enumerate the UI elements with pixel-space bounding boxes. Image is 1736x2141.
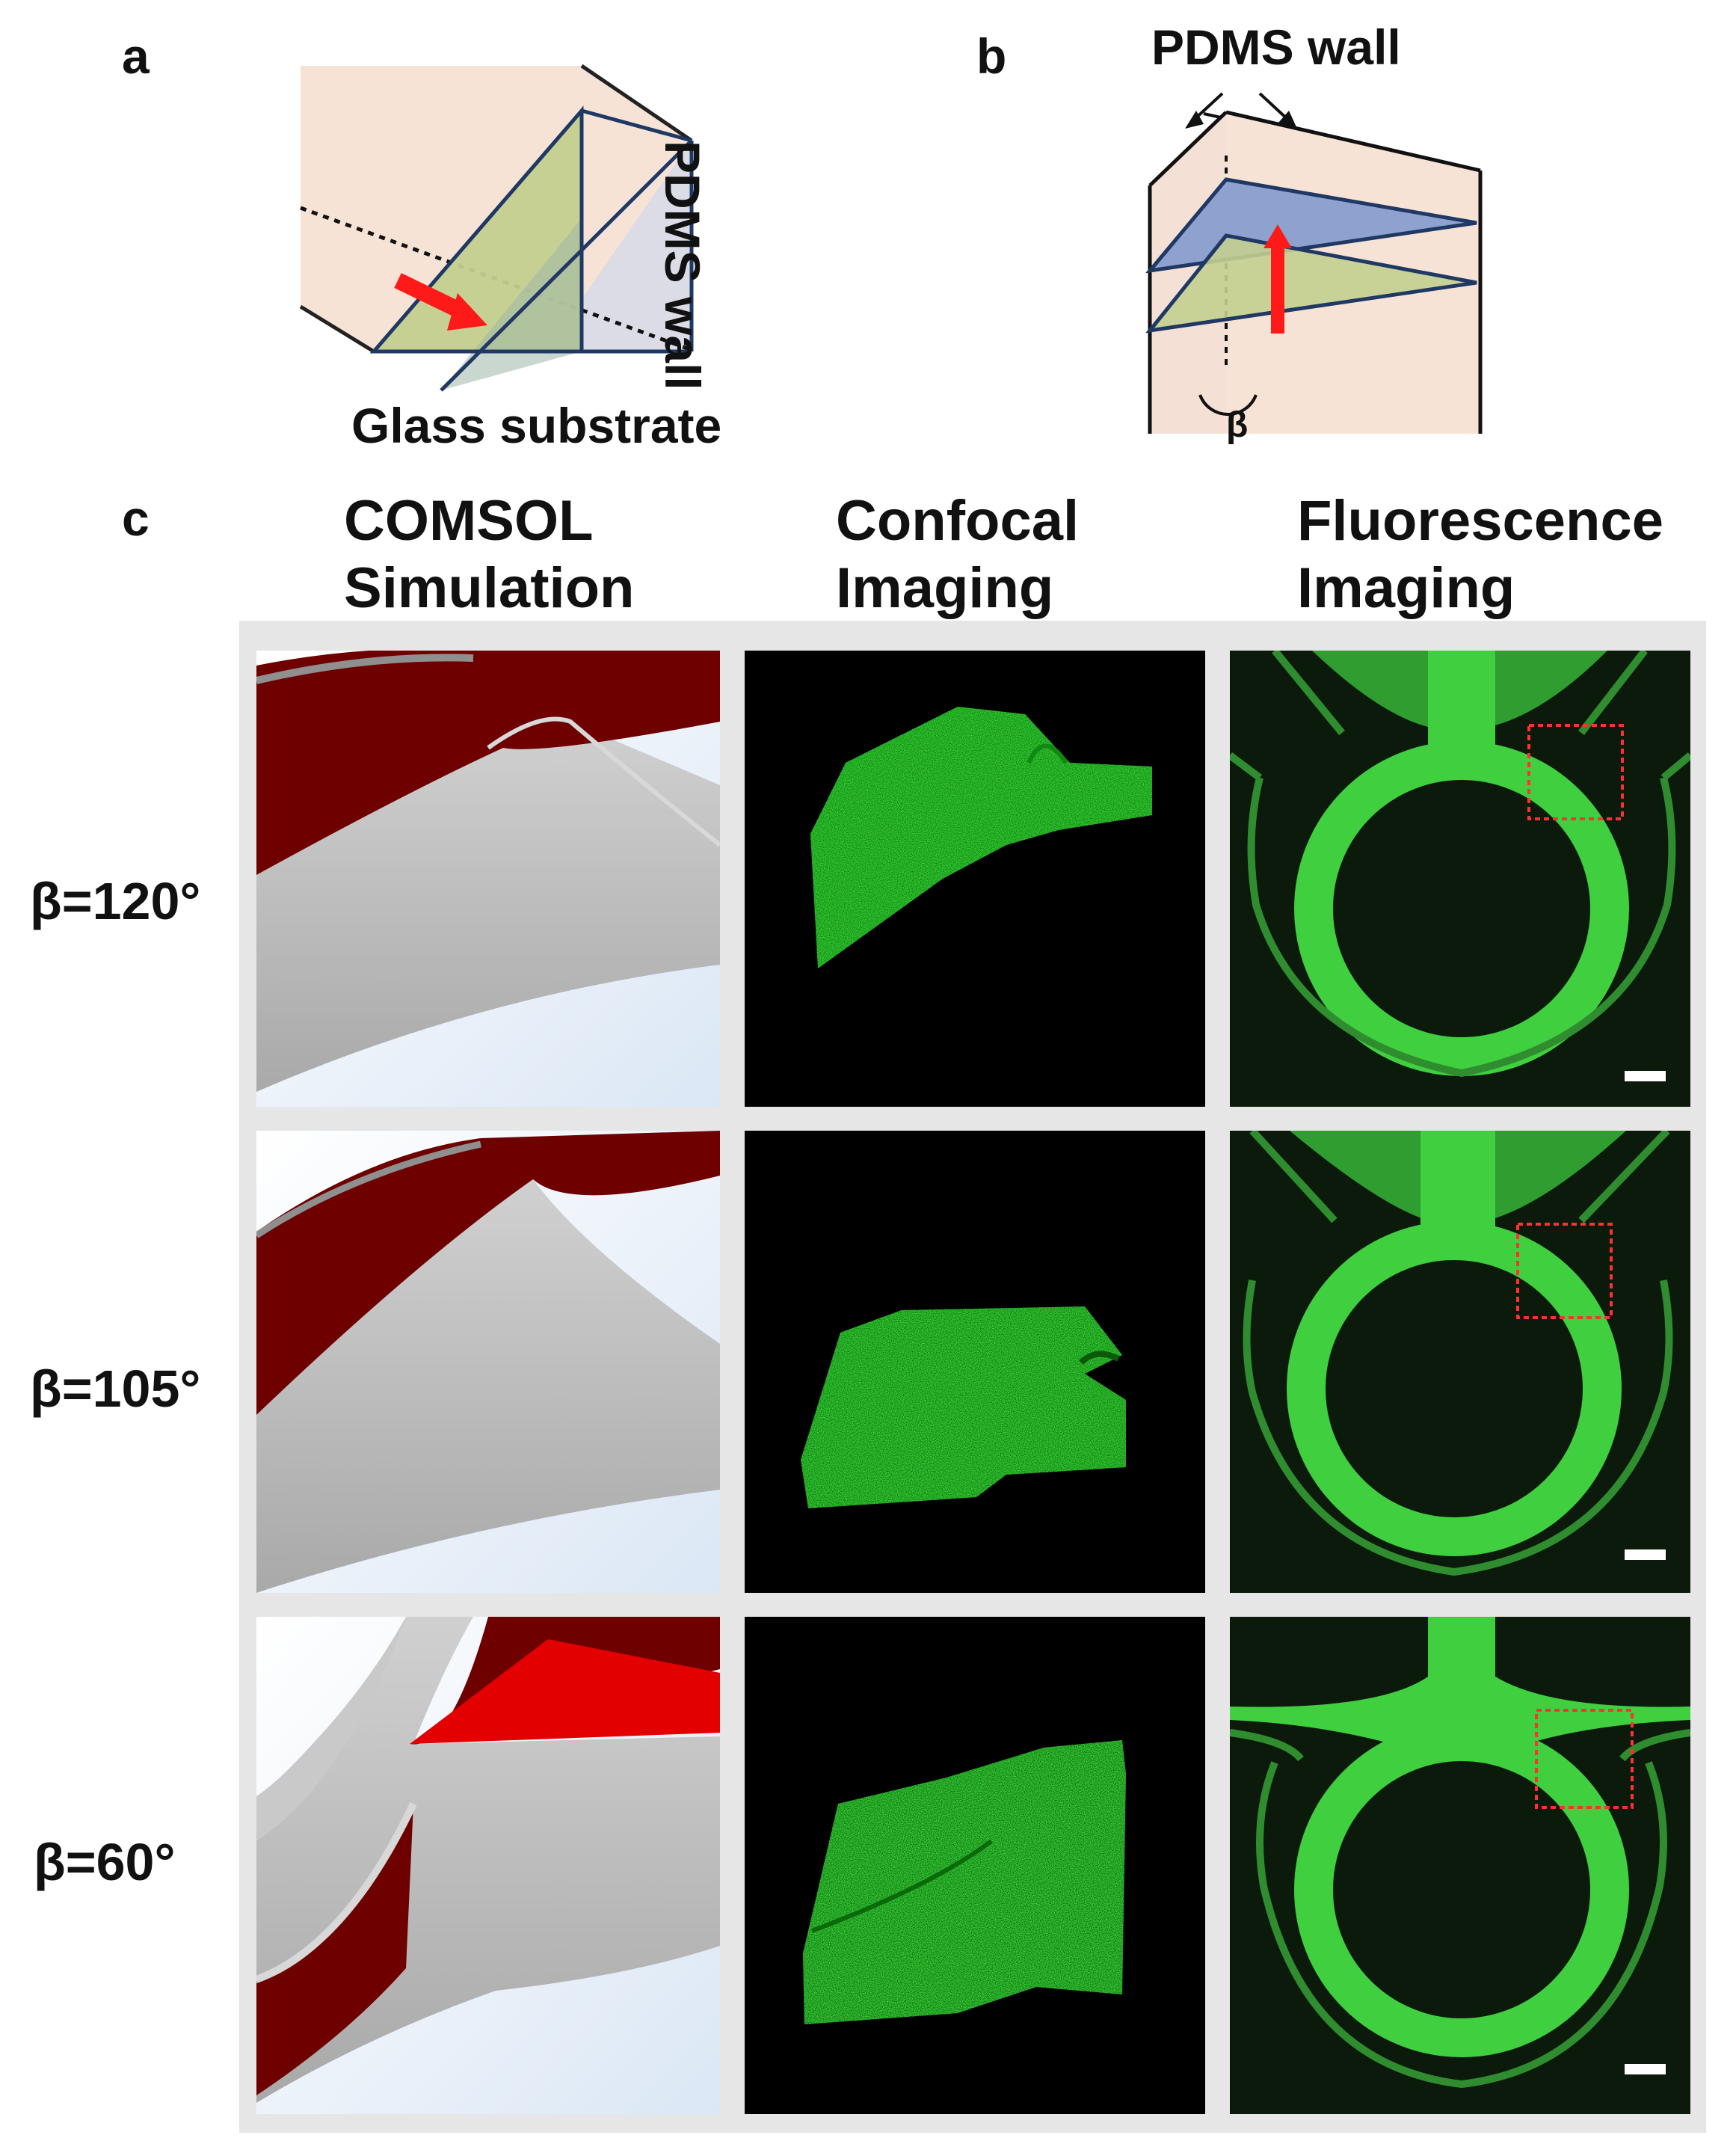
column-header-confocal: Confocal Imaging xyxy=(836,488,1079,621)
fluorescence-image-60 xyxy=(1230,1617,1690,2114)
panel-b-diagram xyxy=(1145,92,1483,434)
scale-bar-60 xyxy=(1625,2064,1666,2074)
fluorescence-image-105 xyxy=(1230,1131,1690,1593)
column-header-comsol-line1: COMSOL xyxy=(344,489,594,553)
column-header-confocal-line1: Confocal xyxy=(836,489,1080,553)
roi-box-60 xyxy=(1535,1709,1634,1809)
row-label-105: β=105° xyxy=(30,1360,201,1418)
sim-image-120 xyxy=(256,651,720,1107)
panel-a-letter: a xyxy=(122,28,150,84)
panel-b-letter: b xyxy=(976,28,1007,84)
panel-a-pdms-wall-label: PDMS wall xyxy=(655,141,710,390)
pdms-wall-left xyxy=(1150,112,1226,434)
panel-a-glass-label: Glass substrate xyxy=(351,398,722,453)
roi-box-105 xyxy=(1516,1223,1613,1319)
row-label-60: β=60° xyxy=(34,1833,176,1891)
rise-arrow xyxy=(1271,245,1284,334)
panel-b-pdms-wall-label: PDMS wall xyxy=(1151,19,1401,75)
column-header-comsol-line2: Simulation xyxy=(344,556,635,620)
row-label-120: β=120° xyxy=(30,872,201,930)
confocal-image-120 xyxy=(745,651,1205,1107)
column-header-fluorescence: Fluorescence Imaging xyxy=(1297,488,1663,621)
sim-image-60 xyxy=(256,1617,720,2114)
panel-a-diagram xyxy=(299,64,694,392)
column-header-confocal-line2: Imaging xyxy=(836,556,1054,620)
scale-bar-105 xyxy=(1625,1549,1666,1560)
panel-b-beta-label: β xyxy=(1226,405,1249,445)
panel-c-letter: c xyxy=(122,491,150,546)
beta-angle-arc xyxy=(1198,394,1258,416)
glass-substrate-face xyxy=(582,141,692,351)
confocal-image-60 xyxy=(745,1617,1205,2114)
scale-bar-120 xyxy=(1625,1071,1666,1081)
roi-box-120 xyxy=(1527,724,1624,820)
sim-image-105 xyxy=(256,1131,720,1593)
confocal-image-105 xyxy=(745,1131,1205,1593)
column-header-fluorescence-line1: Fluorescence xyxy=(1297,489,1663,553)
lower-triangle xyxy=(1145,233,1477,334)
fluorescence-image-120 xyxy=(1230,651,1690,1107)
sim-red-interface-60 xyxy=(410,1639,720,1744)
column-header-fluorescence-line2: Imaging xyxy=(1297,556,1515,620)
column-header-comsol: COMSOL Simulation xyxy=(344,488,634,621)
